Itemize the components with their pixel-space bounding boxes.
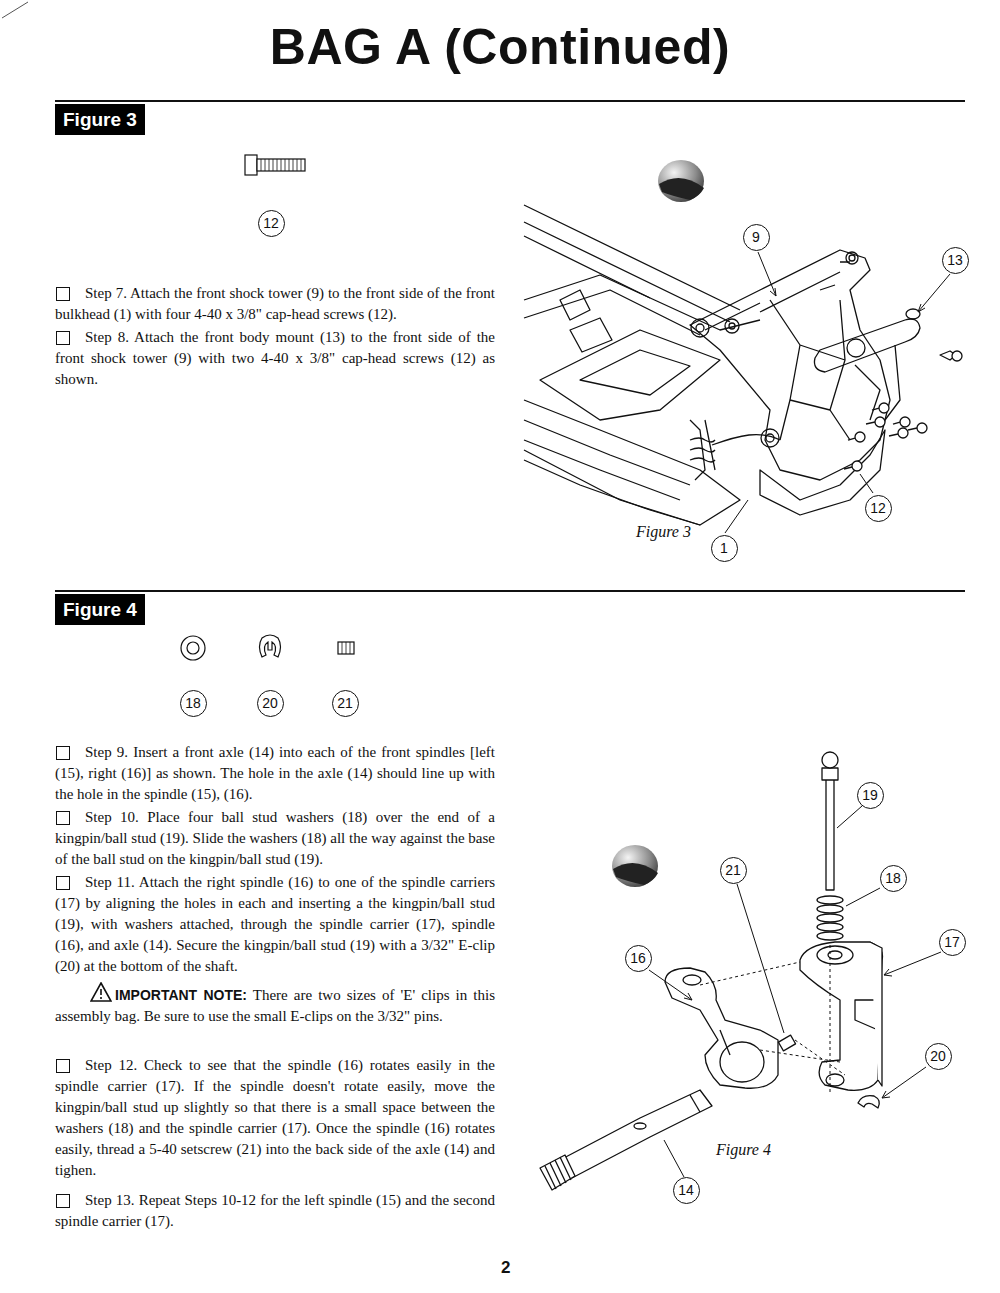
callout-number: 9 (743, 224, 770, 251)
callout-text: 18 (185, 695, 201, 711)
callout-text: 12 (263, 215, 279, 231)
callout-text: 18 (885, 870, 901, 886)
callout-number: 18 (180, 690, 207, 717)
callout-text: 21 (725, 862, 741, 878)
callout-text: 14 (678, 1182, 694, 1198)
callout-number: 16 (625, 945, 652, 972)
callout-number: 20 (257, 690, 284, 717)
callout-text: 17 (944, 934, 960, 950)
step-text: Step 11. Attach the right spindle (16) t… (55, 872, 495, 977)
callout-text: 20 (930, 1048, 946, 1064)
step-text: Step 12. Check to see that the spindle (… (55, 1055, 495, 1181)
checkbox (56, 287, 70, 301)
step-text: Step 8. Attach the front body mount (13)… (55, 327, 495, 390)
figure-caption: Figure 4 (716, 1141, 771, 1159)
step-text: Step 10. Place four ball stud washers (1… (55, 807, 495, 870)
checkbox (56, 876, 70, 890)
callout-text: 19 (862, 787, 878, 803)
callout-text: 13 (947, 252, 963, 268)
callout-text: 16 (630, 950, 646, 966)
callout-text: 20 (262, 695, 278, 711)
callout-text: 1 (720, 540, 728, 556)
warning-symbol (90, 982, 112, 1002)
callout-number: 17 (939, 929, 966, 956)
figure-heading: Figure 4 (63, 599, 137, 621)
checkbox (56, 1059, 70, 1073)
step-text: Step 7. Attach the front shock tower (9)… (55, 283, 495, 325)
checkbox (56, 746, 70, 760)
callout-number: 21 (332, 690, 359, 717)
note-heading: IMPORTANT NOTE: (115, 987, 247, 1003)
callout-number: 20 (925, 1043, 952, 1070)
callout-number: 13 (942, 247, 969, 274)
checkbox (56, 1194, 70, 1208)
callout-number: 1 (711, 535, 738, 562)
callout-text: 21 (337, 695, 353, 711)
callout-text: 9 (752, 229, 760, 245)
step-text: Step 9. Insert a front axle (14) into ea… (55, 742, 495, 805)
callout-number: 19 (857, 782, 884, 809)
checkbox (56, 811, 70, 825)
figure-band: Figure 3 (55, 104, 145, 135)
callout-number: 12 (865, 495, 892, 522)
figure-caption: Figure 3 (636, 523, 691, 541)
step-text: Step 13. Repeat Steps 10-12 for the left… (55, 1190, 495, 1232)
note-paragraph: IMPORTANT NOTE: There are two sizes of '… (55, 985, 495, 1027)
callout-number: 21 (720, 857, 747, 884)
figure-band: Figure 4 (55, 594, 145, 625)
callout-number: 18 (880, 865, 907, 892)
figure-heading: Figure 3 (63, 109, 137, 131)
callout-text: 12 (870, 500, 886, 516)
callout-number: 14 (673, 1177, 700, 1204)
checkbox (56, 331, 70, 345)
page-title: BAG A (Continued) (0, 18, 1000, 76)
page-number: 2 (501, 1258, 510, 1278)
callout-number: 12 (258, 210, 285, 237)
